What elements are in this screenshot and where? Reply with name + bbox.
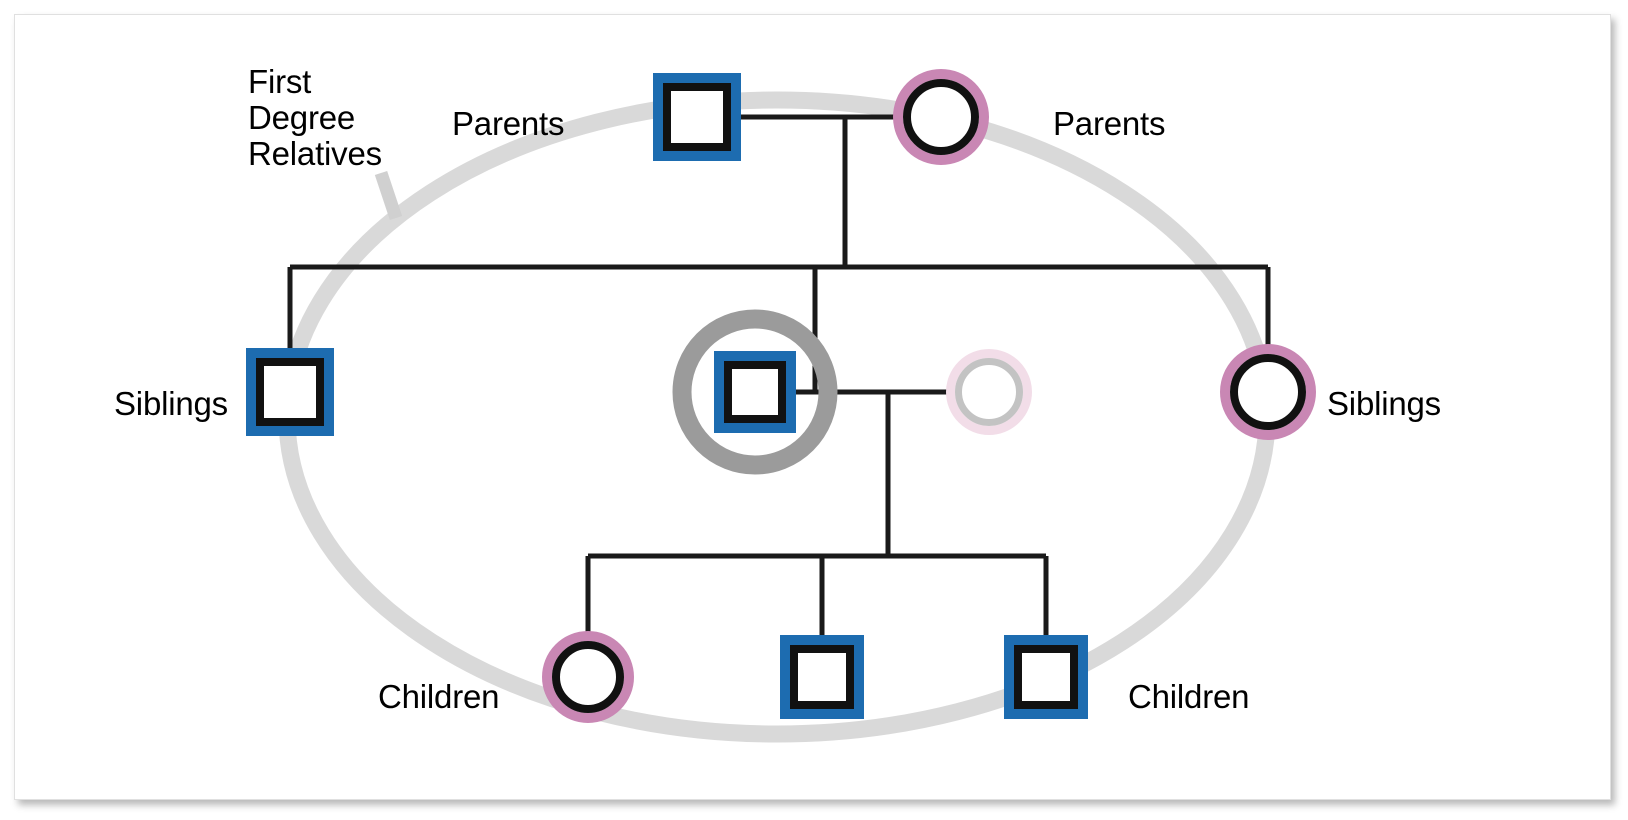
symbol-outline — [1230, 354, 1306, 430]
symbol-accent-ring — [246, 348, 334, 436]
symbol-outline — [955, 358, 1023, 426]
label-first-degree-relatives: First Degree Relatives — [248, 63, 382, 172]
symbol-outline — [552, 641, 624, 713]
first-degree-relatives-pointer — [374, 170, 403, 221]
symbol-fill — [724, 361, 786, 423]
symbol-accent-ring — [893, 69, 989, 165]
label-parents-right: Parents — [1053, 105, 1166, 142]
individual-child-1[interactable] — [542, 631, 634, 723]
symbol-accent-ring — [946, 349, 1032, 435]
individual-sibling-left[interactable] — [246, 348, 334, 436]
symbol-outline — [724, 361, 786, 423]
symbol-outline — [1014, 645, 1078, 709]
symbol-outline — [663, 83, 731, 151]
label-siblings-left: Siblings — [114, 385, 228, 422]
proband-highlight-layer — [672, 309, 838, 475]
symbol-accent-ring — [653, 73, 741, 161]
symbol-fill — [1230, 354, 1306, 430]
individual-child-3[interactable] — [1004, 635, 1088, 719]
label-siblings-right: Siblings — [1327, 385, 1441, 422]
individual-mother[interactable] — [893, 69, 989, 165]
symbol-fill — [1014, 645, 1078, 709]
label-children-right: Children — [1128, 678, 1250, 715]
symbol-fill — [955, 358, 1023, 426]
individual-spouse[interactable] — [946, 349, 1032, 435]
individual-symbols-layer — [246, 69, 1316, 723]
individual-sibling-right[interactable] — [1220, 344, 1316, 440]
symbol-outline — [256, 358, 324, 426]
symbol-accent-ring — [1004, 635, 1088, 719]
symbol-outline — [903, 79, 979, 155]
symbol-fill — [663, 83, 731, 151]
symbol-fill — [790, 645, 854, 709]
label-children-left: Children — [378, 678, 500, 715]
connector-lines-layer — [287, 114, 1271, 645]
symbol-outline — [790, 645, 854, 709]
individual-proband[interactable] — [714, 351, 796, 433]
label-parents-left: Parents — [452, 105, 565, 142]
symbol-accent-ring — [780, 635, 864, 719]
symbol-fill — [903, 79, 979, 155]
symbol-accent-ring — [714, 351, 796, 433]
proband-highlight-ring — [672, 309, 838, 475]
individual-father[interactable] — [653, 73, 741, 161]
individual-child-2[interactable] — [780, 635, 864, 719]
symbol-fill — [256, 358, 324, 426]
pointer-tick-layer — [374, 170, 403, 221]
symbol-fill — [552, 641, 624, 713]
symbol-accent-ring — [542, 631, 634, 723]
symbol-accent-ring — [1220, 344, 1316, 440]
